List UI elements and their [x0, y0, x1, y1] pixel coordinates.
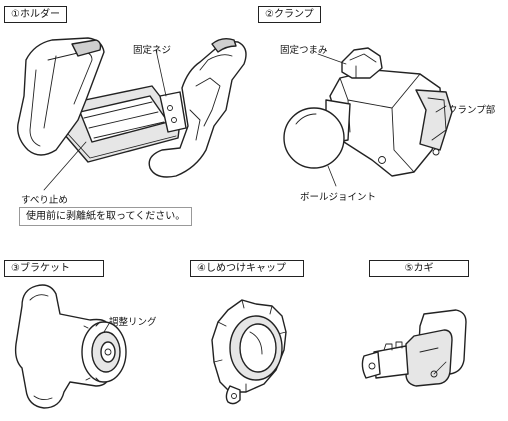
cap-title: ④しめつけキャップ: [190, 260, 304, 277]
callout-clamp-part: クランプ部: [448, 105, 496, 116]
holder-title: ①ホルダー: [4, 6, 67, 23]
callout-nonslip: すべり止め: [21, 195, 68, 206]
bracket-title: ③ブラケット: [4, 260, 104, 277]
callout-knob: 固定つまみ: [280, 45, 328, 56]
cap-illustration: [211, 299, 287, 405]
key-illustration: [361, 309, 467, 387]
clamp-title: ②クランプ: [258, 6, 321, 23]
callout-ball-joint: ボールジョイント: [300, 192, 377, 203]
clamp-illustration: [283, 47, 453, 187]
holder-illustration: [17, 37, 247, 191]
key-title: ⑤カギ: [369, 260, 469, 277]
callout-screw: 固定ネジ: [133, 45, 172, 56]
callout-ring: 調整リング: [109, 317, 157, 328]
peel-notice: 使用前に剥離紙を取ってください。: [19, 207, 193, 226]
bracket-illustration: [14, 284, 127, 409]
